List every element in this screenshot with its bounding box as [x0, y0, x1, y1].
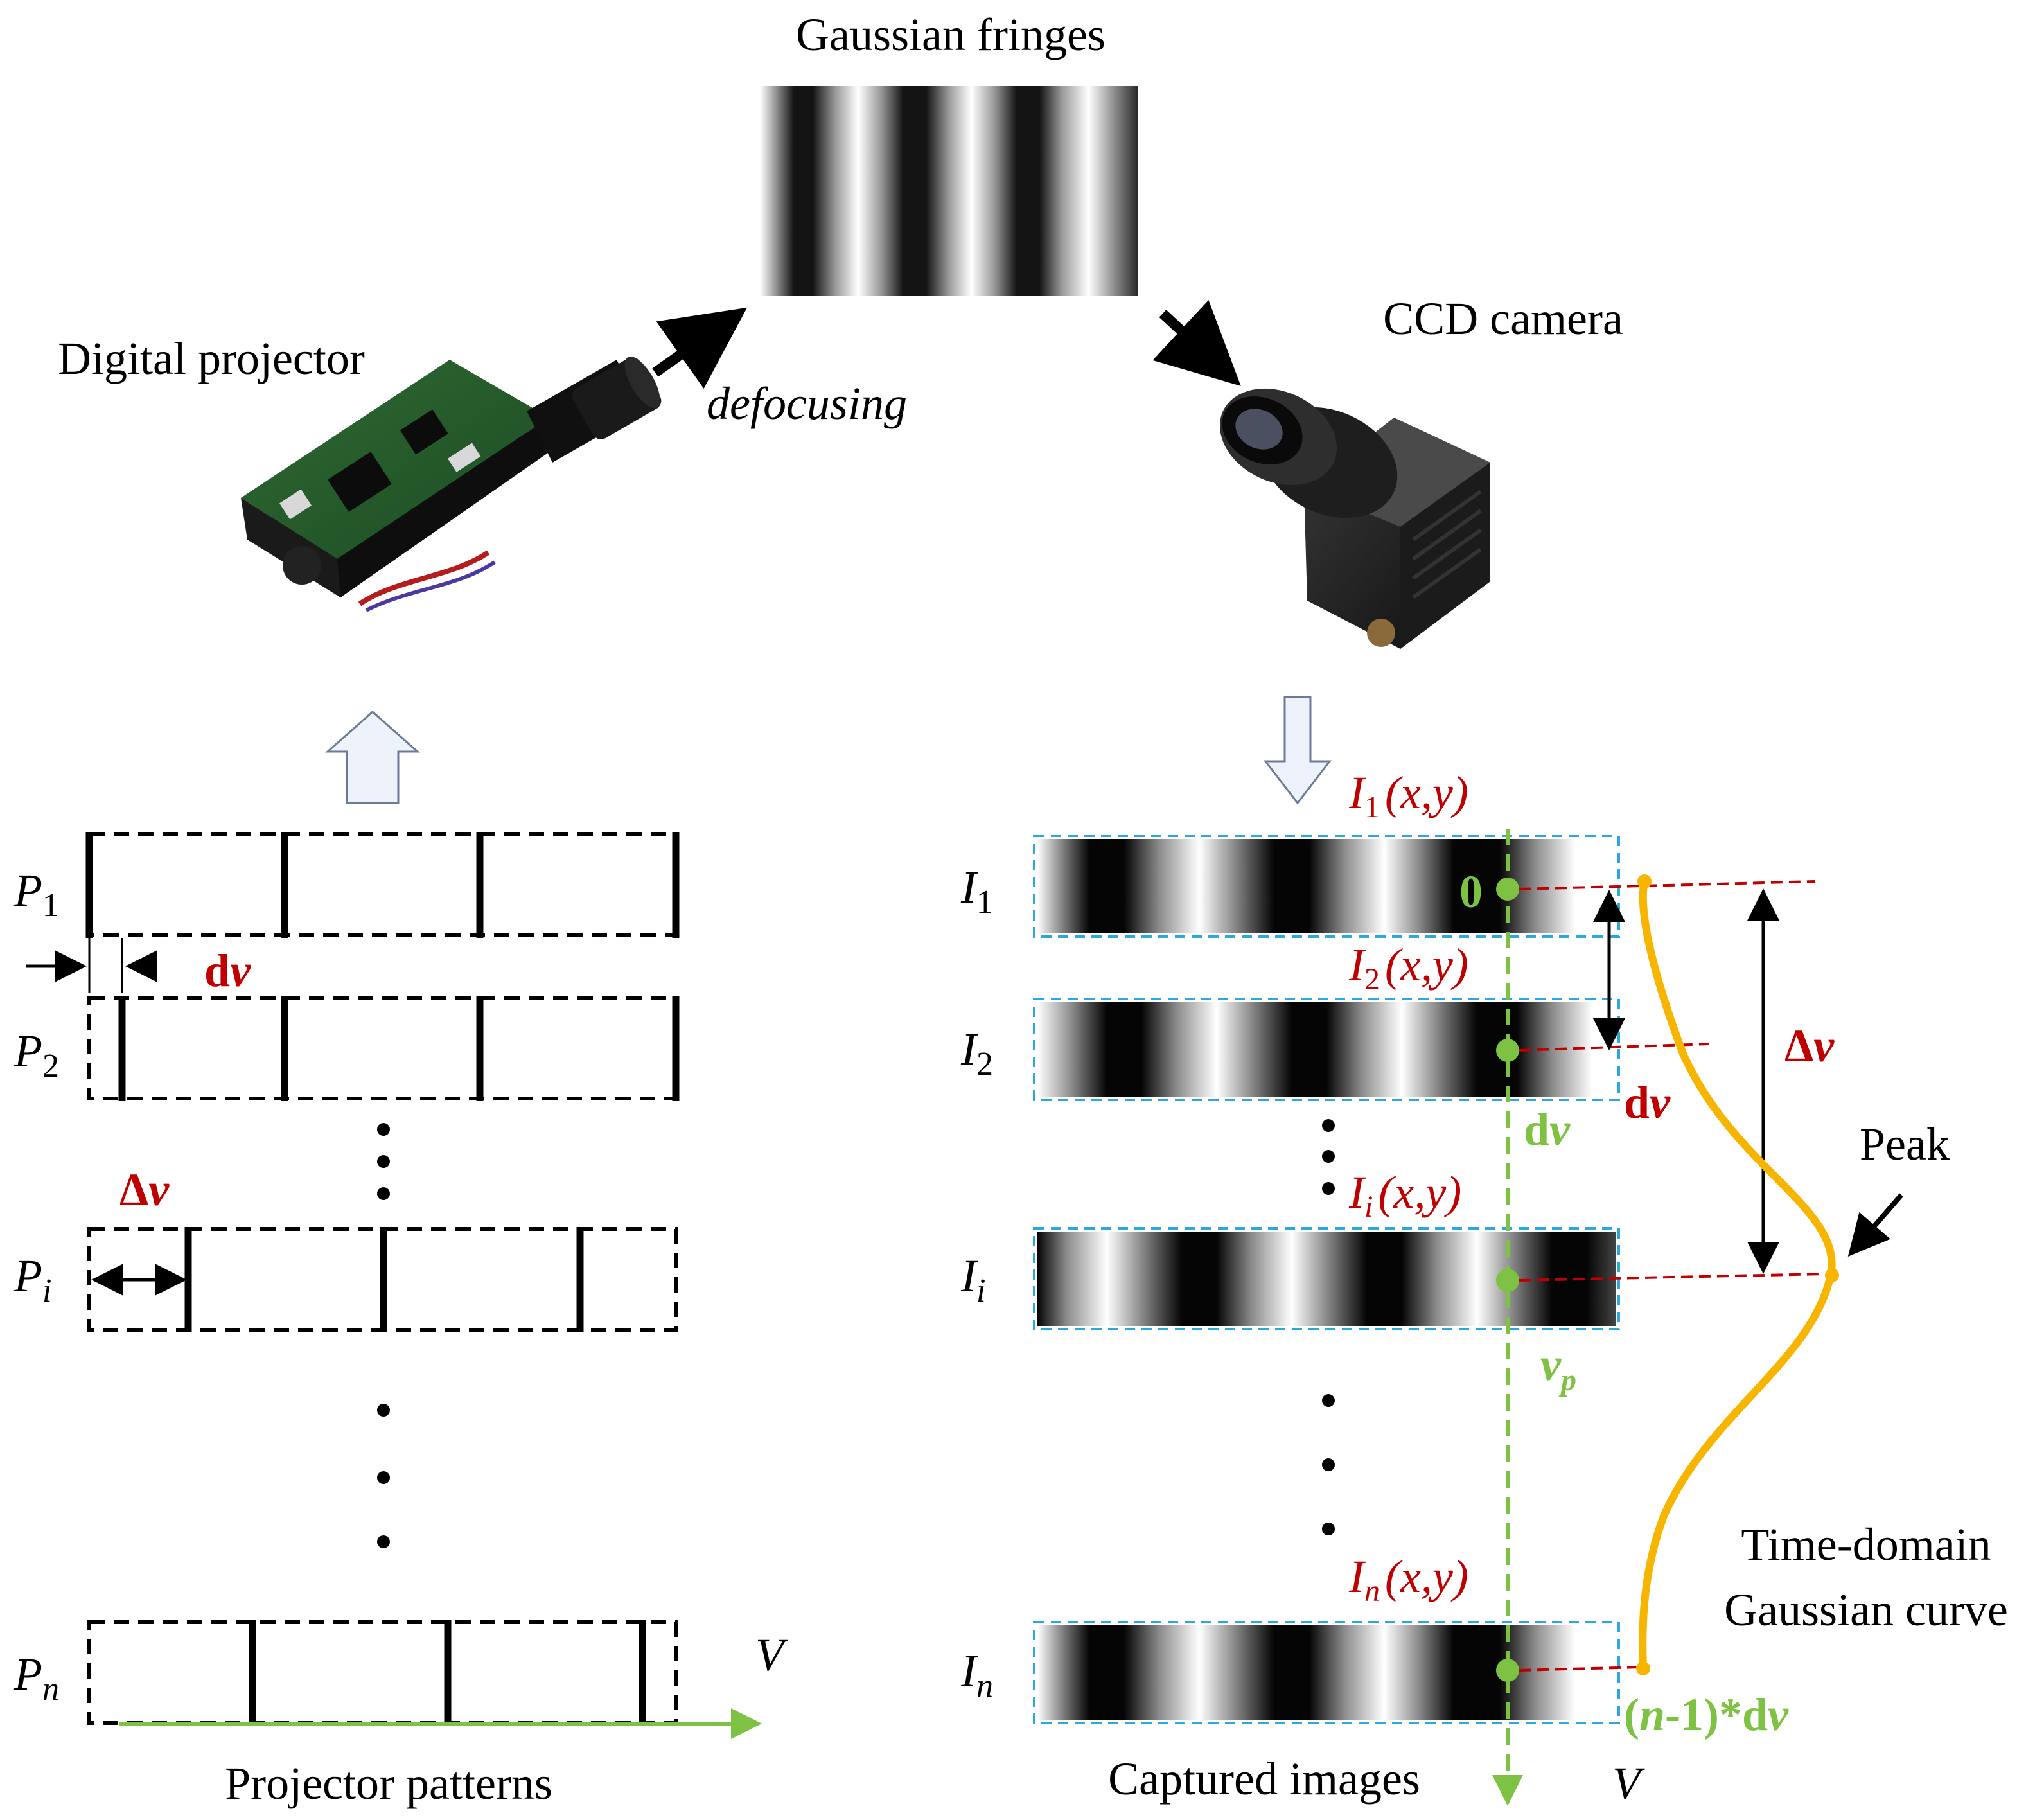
v-axis-label-left: V — [755, 1629, 788, 1681]
image-label-2-sym: I — [960, 1023, 978, 1075]
fringes-title: Gaussian fringes — [796, 9, 1106, 60]
dv-dimension — [26, 938, 157, 993]
intensity-label-2: I2(x,y) — [1348, 939, 1468, 996]
intensity-label-i-sym: I — [1348, 1167, 1366, 1218]
projector-patterns-caption: Projector patterns — [225, 1758, 552, 1809]
intensity-label-i-fn: (x,y) — [1378, 1167, 1461, 1218]
vp-label: vp — [1540, 1339, 1576, 1397]
v-axis-label-right: V — [1612, 1758, 1645, 1809]
intensity-label-1-sub: 1 — [1364, 790, 1380, 824]
defocusing-arrow — [652, 307, 748, 389]
pattern-label-n-sub: n — [42, 1671, 59, 1708]
peak-arrow — [1847, 1193, 1904, 1257]
pattern-label-2: P2 — [13, 1025, 59, 1084]
pattern-label-i-sym: P — [13, 1250, 42, 1302]
n1dv-open: ( — [1624, 1689, 1639, 1740]
to-camera-arrow — [1152, 299, 1241, 386]
delta-v-right-d: Δ — [1784, 1020, 1813, 1072]
intensity-label-n: In(x,y) — [1348, 1551, 1468, 1608]
n1dv-v: v — [1768, 1689, 1789, 1740]
delta-v-label-right: Δv — [1784, 1020, 1835, 1072]
delta-v-left-v: v — [148, 1164, 170, 1215]
image-label-n-sym: I — [960, 1645, 978, 1697]
image-label-1: I1 — [960, 861, 993, 921]
dv-label-left: dv — [204, 945, 251, 996]
vp-label-v: v — [1540, 1339, 1562, 1390]
image-label-2: I2 — [960, 1023, 993, 1082]
sample-points — [1496, 878, 1519, 1682]
intensity-label-i: Ii(x,y) — [1348, 1167, 1461, 1224]
image-label-n: In — [960, 1645, 993, 1704]
image-label-2-sub: 2 — [976, 1046, 993, 1082]
captured-row-i — [1033, 1227, 1620, 1330]
pattern-row-2 — [87, 996, 680, 1101]
ellipsis-dots-left — [377, 1123, 390, 1548]
captured-row-2 — [1033, 998, 1620, 1101]
pattern-label-2-sym: P — [13, 1025, 42, 1077]
peak-label: Peak — [1860, 1118, 1950, 1170]
n-minus-1-dv-label: (n-1)*dv — [1624, 1689, 1789, 1740]
pattern-label-i-sub: i — [42, 1273, 51, 1309]
ellipsis-dots-right — [1322, 1119, 1335, 1535]
projector-image — [241, 357, 662, 612]
dv-label-left-d: d — [204, 945, 230, 996]
pattern-row-n — [87, 1620, 678, 1726]
intensity-label-i-sub: i — [1364, 1190, 1373, 1224]
image-label-i: Ii — [960, 1250, 985, 1309]
dv-red-v: v — [1650, 1077, 1671, 1128]
n1dv-rest: -1)*d — [1665, 1689, 1768, 1740]
intensity-label-n-sub: n — [1364, 1574, 1380, 1608]
delta-v-label-left: Δv — [119, 1164, 170, 1215]
zero-label: 0 — [1459, 866, 1483, 917]
pattern-row-1 — [85, 832, 680, 938]
hollow-arrow-up — [325, 710, 420, 804]
dv-label-red-right: dv — [1624, 1077, 1671, 1128]
image-label-1-sub: 1 — [976, 884, 993, 921]
intensity-label-1-fn: (x,y) — [1385, 767, 1468, 818]
pattern-label-1-sym: P — [13, 865, 42, 916]
curve-endpoints — [1636, 874, 1839, 1675]
pattern-label-n: Pn — [13, 1648, 59, 1708]
vp-label-p: p — [1558, 1363, 1576, 1397]
intensity-label-1-sym: I — [1348, 767, 1366, 818]
intensity-label-n-sym: I — [1348, 1551, 1366, 1602]
delta-v-right-v: v — [1813, 1020, 1835, 1072]
projector-label: Digital projector — [58, 333, 365, 384]
curve-label-line-1: Time-domain — [1741, 1519, 1991, 1570]
gaussian-fringes-image — [760, 86, 1138, 296]
n1dv-n: n — [1639, 1689, 1665, 1740]
pattern-label-i: Pi — [13, 1250, 51, 1309]
curve-label-line-2: Gaussian curve — [1724, 1584, 2008, 1636]
intensity-label-2-fn: (x,y) — [1385, 939, 1468, 991]
dv-red-d: d — [1624, 1077, 1650, 1128]
pattern-label-n-sym: P — [13, 1648, 42, 1700]
dv-label-green: dv — [1524, 1104, 1571, 1155]
image-label-1-sym: I — [960, 861, 978, 913]
captured-images-caption: Captured images — [1108, 1753, 1420, 1805]
captured-row-1 — [1033, 835, 1620, 938]
pattern-label-1: P1 — [13, 865, 59, 924]
delta-v-left-d: Δ — [119, 1164, 148, 1215]
dv-green-v: v — [1549, 1104, 1571, 1155]
pattern-label-2-sub: 2 — [42, 1048, 59, 1084]
defocusing-label: defocusing — [707, 378, 907, 429]
dv-green-d: d — [1524, 1104, 1549, 1155]
image-label-i-sym: I — [960, 1250, 978, 1302]
image-label-i-sub: i — [976, 1273, 985, 1309]
pattern-row-i — [87, 1227, 678, 1332]
hollow-arrow-down — [1263, 696, 1332, 805]
camera-label: CCD camera — [1383, 293, 1623, 344]
intensity-label-2-sym: I — [1348, 939, 1366, 991]
intensity-label-2-sub: 2 — [1364, 962, 1380, 996]
dv-label-left-v: v — [230, 945, 251, 996]
captured-row-n — [1033, 1621, 1620, 1724]
intensity-label-1: I1(x,y) — [1348, 767, 1468, 824]
intensity-label-n-fn: (x,y) — [1385, 1551, 1468, 1602]
ccd-camera-image — [1219, 388, 1490, 649]
pattern-label-1-sub: 1 — [42, 887, 59, 924]
image-label-n-sub: n — [976, 1668, 993, 1704]
